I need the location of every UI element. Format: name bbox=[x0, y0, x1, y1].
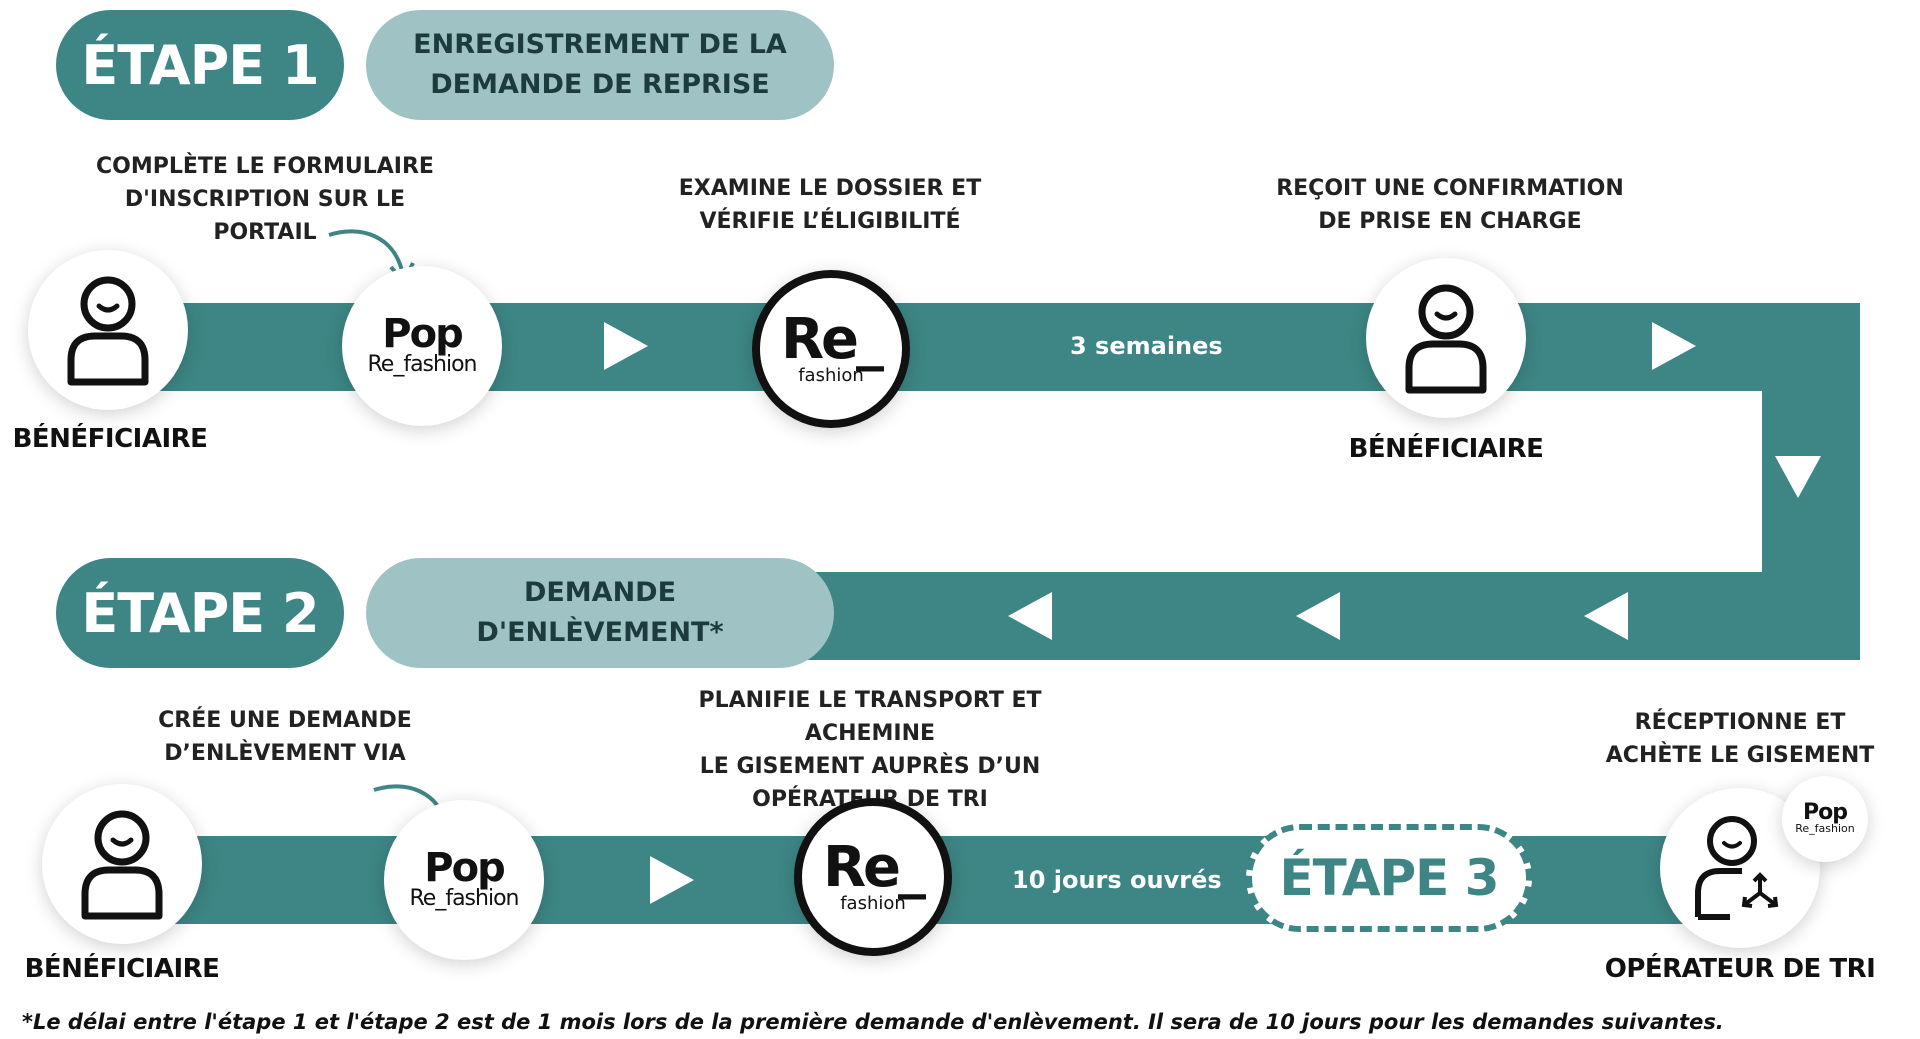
person-icon bbox=[1405, 284, 1487, 394]
left-arrow-icon bbox=[1296, 592, 1340, 640]
role-sorting-operator: OPÉRATEUR DE TRI bbox=[1604, 954, 1876, 984]
step2-title-line1: DEMANDE bbox=[523, 577, 677, 608]
pop-refashion-logo-step2: Pop Re_fashion bbox=[384, 800, 544, 960]
caption-fill-form-line3: PORTAIL bbox=[213, 220, 317, 245]
refashion-logo-word: Re_ bbox=[780, 307, 884, 372]
pop-logo-sub: Re_fashion bbox=[367, 352, 478, 377]
refashion-logo: Re_ fashion bbox=[752, 270, 910, 428]
pop-logo-word: Pop bbox=[424, 845, 505, 891]
caption-create-request: CRÉE UNE DEMANDE D’ENLÈVEMENT VIA bbox=[120, 704, 450, 770]
play-arrow-icon bbox=[1652, 322, 1696, 370]
caption-review-file: EXAMINE LE DOSSIER ET VÉRIFIE L’ÉLIGIBIL… bbox=[650, 172, 1010, 238]
play-arrow-icon bbox=[604, 322, 648, 370]
refashion-logo-re: Re bbox=[822, 835, 901, 900]
caption-receive-buy: RÉCEPTIONNE ET ACHÈTE LE GISEMENT bbox=[1580, 706, 1900, 772]
refashion-logo-sub: fashion bbox=[840, 893, 906, 914]
step1-title-line1: ENREGISTREMENT DE LA bbox=[413, 29, 787, 60]
person-recycle-icon bbox=[1695, 816, 1779, 920]
left-arrow-icon bbox=[1584, 592, 1628, 640]
caption-fill-form: COMPLÈTE LE FORMULAIRE D'INSCRIPTION SUR… bbox=[90, 150, 440, 249]
caption-plan-line1: PLANIFIE LE TRANSPORT ET ACHEMINE bbox=[698, 688, 1042, 746]
left-arrow-icon bbox=[1008, 592, 1052, 640]
refashion-logo-re: Re bbox=[780, 307, 859, 372]
footnote: *Le délai entre l'étape 1 et l'étape 2 e… bbox=[22, 1010, 1724, 1034]
role-beneficiary: BÉNÉFICIAIRE bbox=[12, 424, 208, 454]
refashion-logo-step2: Re_ fashion bbox=[794, 798, 952, 956]
caption-receive-line2: ACHÈTE LE GISEMENT bbox=[1605, 743, 1875, 768]
step2-badge: ÉTAPE 2 bbox=[56, 558, 344, 668]
duration-step1: 3 semaines bbox=[1070, 332, 1223, 360]
role-beneficiary-confirmed: BÉNÉFICIAIRE bbox=[1348, 434, 1544, 464]
caption-plan-transport: PLANIFIE LE TRANSPORT ET ACHEMINE LE GIS… bbox=[630, 684, 1110, 816]
step2-title: DEMANDE D'ENLÈVEMENT* bbox=[366, 558, 834, 668]
down-arrow-icon bbox=[1775, 456, 1821, 498]
step1-title: ENREGISTREMENT DE LA DEMANDE DE REPRISE bbox=[366, 10, 834, 120]
caption-confirmation: REÇOIT UNE CONFIRMATION DE PRISE EN CHAR… bbox=[1255, 172, 1645, 238]
refashion-logo-sub: fashion bbox=[798, 365, 864, 386]
caption-create-line1: CRÉE UNE DEMANDE bbox=[158, 708, 412, 733]
step3-badge: ÉTAPE 3 bbox=[1246, 824, 1532, 932]
caption-create-line2: D’ENLÈVEMENT VIA bbox=[164, 741, 406, 766]
step1-badge-label: ÉTAPE 1 bbox=[81, 33, 319, 97]
pop-logo-word: Pop bbox=[382, 311, 463, 357]
caption-fill-form-line1: COMPLÈTE LE FORMULAIRE bbox=[96, 154, 434, 179]
refashion-logo-word: Re_ bbox=[822, 835, 926, 900]
caption-plan-line2: LE GISEMENT AUPRÈS D’UN bbox=[699, 754, 1041, 779]
step1-title-line2: DEMANDE DE REPRISE bbox=[430, 69, 770, 100]
pop-logo-sub-small: Re_fashion bbox=[1795, 822, 1855, 835]
caption-receive-line1: RÉCEPTIONNE ET bbox=[1634, 710, 1846, 735]
step2-title-line2: D'ENLÈVEMENT* bbox=[476, 617, 724, 648]
play-arrow-icon bbox=[650, 856, 694, 904]
caption-confirm-line2: DE PRISE EN CHARGE bbox=[1318, 209, 1582, 234]
step3-badge-label: ÉTAPE 3 bbox=[1279, 849, 1499, 907]
pop-refashion-small-logo: Pop Re_fashion bbox=[1782, 776, 1868, 862]
beneficiary-avatar-step2 bbox=[42, 784, 202, 944]
person-icon bbox=[81, 810, 163, 920]
caption-review-line2: VÉRIFIE L’ÉLIGIBILITÉ bbox=[699, 209, 961, 234]
person-icon bbox=[67, 276, 149, 386]
role-beneficiary-step2: BÉNÉFICIAIRE bbox=[24, 954, 220, 984]
caption-fill-form-line2: D'INSCRIPTION SUR LE bbox=[124, 187, 406, 212]
pop-logo-sub: Re_fashion bbox=[409, 886, 520, 911]
duration-step2: 10 jours ouvrés bbox=[1012, 866, 1222, 894]
step1-badge: ÉTAPE 1 bbox=[56, 10, 344, 120]
pop-refashion-logo: Pop Re_fashion bbox=[342, 266, 502, 426]
caption-review-line1: EXAMINE LE DOSSIER ET bbox=[678, 176, 982, 201]
recycle-icon bbox=[1741, 872, 1779, 908]
beneficiary-avatar bbox=[28, 250, 188, 410]
step2-badge-label: ÉTAPE 2 bbox=[81, 581, 319, 645]
beneficiary-avatar-confirmed bbox=[1366, 258, 1526, 418]
pop-logo-word-small: Pop bbox=[1803, 800, 1848, 825]
caption-confirm-line1: REÇOIT UNE CONFIRMATION bbox=[1276, 176, 1624, 201]
